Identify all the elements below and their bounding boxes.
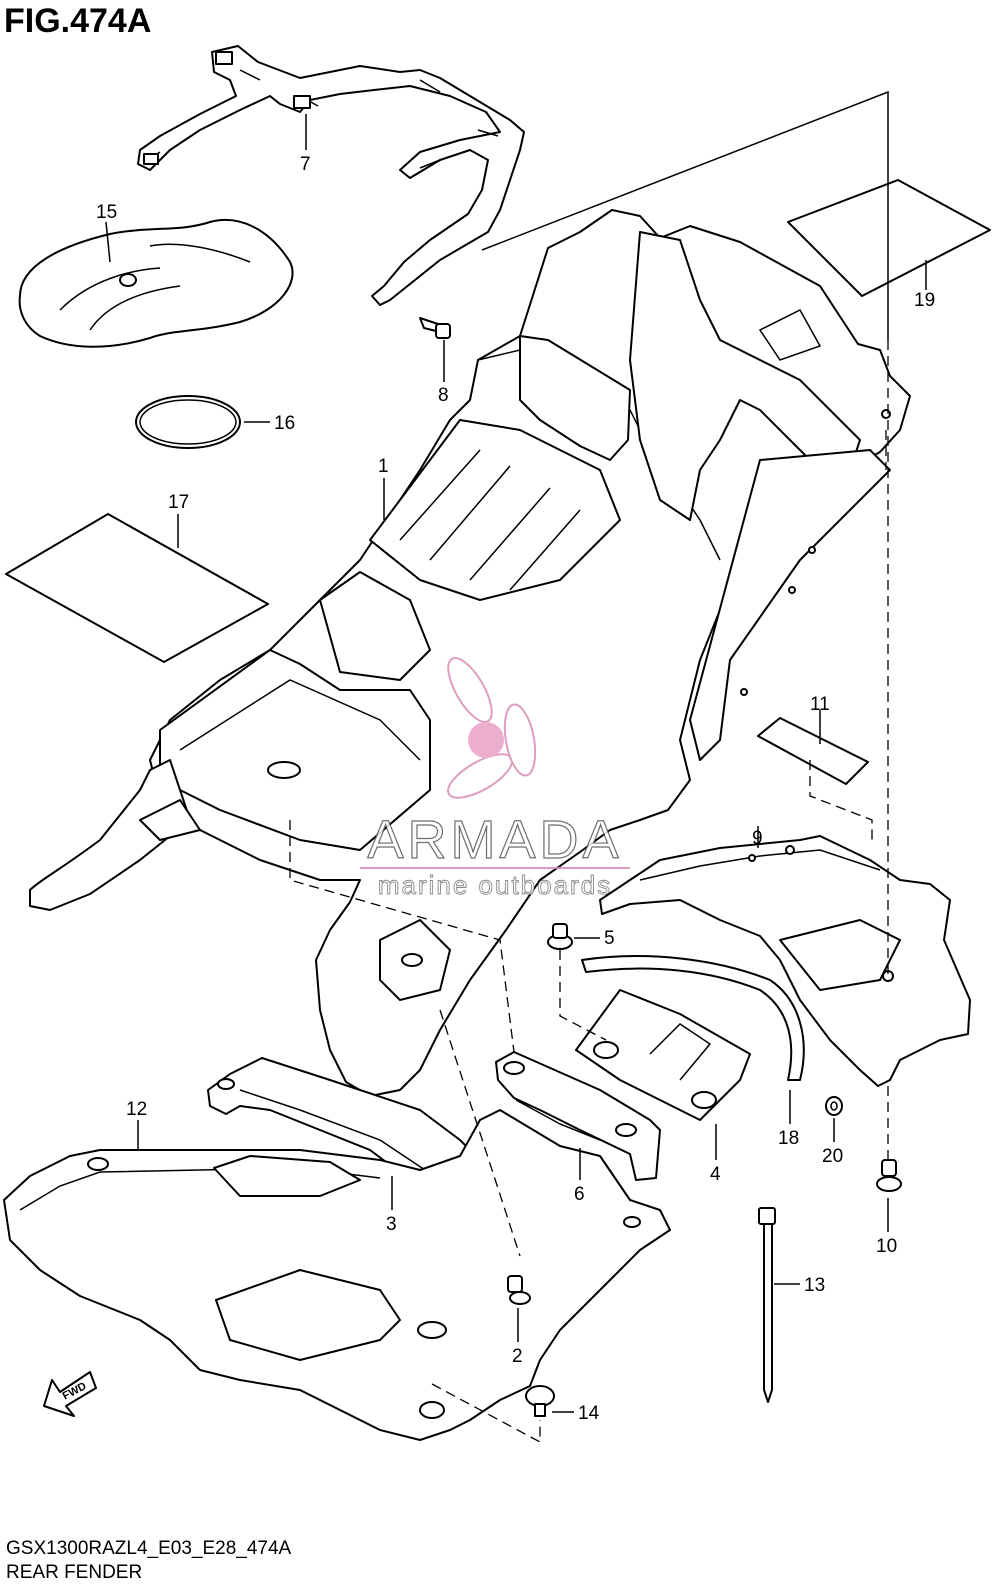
- callout-19: 19: [914, 290, 935, 311]
- part-19-pad[interactable]: [787, 179, 991, 297]
- part-8-bolt[interactable]: [419, 317, 451, 339]
- part-13-cable-tie[interactable]: [758, 1207, 776, 1403]
- part-5-clip[interactable]: [547, 923, 573, 950]
- callout-9: 9: [752, 828, 763, 849]
- figure-code: GSX1300RAZL4_E03_E28_474A: [6, 1538, 292, 1559]
- callout-18: 18: [778, 1128, 799, 1149]
- part-17-pad[interactable]: [5, 513, 269, 663]
- part-7-grab-rail[interactable]: [137, 45, 525, 306]
- fwd-arrow-icon: FWD: [43, 1371, 97, 1417]
- propeller-logo-icon: [447, 657, 537, 799]
- callout-labels: 7 15 16 17 1 8 19 11 9 5 12 3 2 6 4 18 2…: [96, 154, 935, 1424]
- part-16-ring[interactable]: [135, 395, 241, 449]
- callout-7: 7: [300, 154, 311, 175]
- part-4-bracket[interactable]: [575, 989, 751, 1121]
- part-9-fender-lower[interactable]: [599, 835, 971, 1087]
- part-20-washer[interactable]: [825, 1096, 843, 1116]
- watermark-brand: ARMADA: [367, 810, 622, 870]
- callout-12: 12: [126, 1099, 147, 1120]
- callout-16: 16: [274, 413, 295, 434]
- armada-watermark: ARMADA marine outboards: [360, 657, 630, 900]
- callout-13: 13: [804, 1275, 825, 1296]
- callout-17: 17: [168, 492, 189, 513]
- part-11-pad[interactable]: [757, 717, 869, 785]
- callout-1: 1: [378, 456, 389, 477]
- part-2-bolt[interactable]: [507, 1275, 531, 1305]
- callout-20: 20: [822, 1146, 843, 1167]
- callout-2: 2: [512, 1346, 523, 1367]
- callout-8: 8: [438, 385, 449, 406]
- part-15-seat-cover[interactable]: [18, 218, 294, 348]
- callout-15: 15: [96, 202, 117, 223]
- part-12-cover-plate[interactable]: [3, 1109, 671, 1441]
- part-10-bolt[interactable]: [876, 1159, 902, 1192]
- callout-11: 11: [810, 694, 830, 715]
- part-1-rear-fender[interactable]: [29, 209, 911, 1097]
- callout-14: 14: [578, 1403, 600, 1424]
- part-18-strip[interactable]: [581, 955, 805, 1081]
- part-16-ring-inner: [139, 399, 237, 445]
- callout-6: 6: [574, 1184, 585, 1205]
- callout-4: 4: [710, 1164, 721, 1185]
- callout-3: 3: [386, 1214, 397, 1235]
- leader-lines: [105, 90, 927, 1444]
- callout-10: 10: [876, 1236, 897, 1257]
- figure-subtitle: REAR FENDER: [6, 1562, 143, 1583]
- figure-title: FIG.474A: [4, 2, 152, 40]
- callout-5: 5: [604, 928, 615, 949]
- watermark-tagline: marine outboards: [378, 870, 612, 900]
- part-6-bracket[interactable]: [495, 1051, 661, 1181]
- part-14-push-rivet[interactable]: [525, 1385, 555, 1417]
